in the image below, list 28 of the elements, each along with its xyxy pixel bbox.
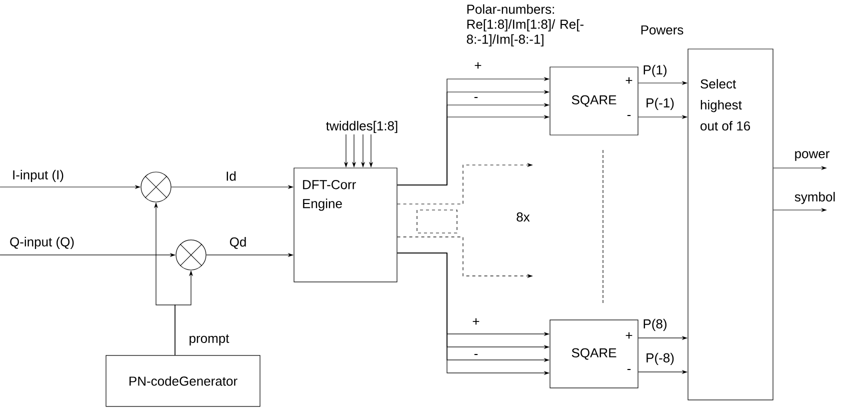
sign-label: - [474,354,478,356]
edge-label: P(-1) [644,96,676,112]
edge-label: Id [224,170,238,182]
edge-label: P(-8) [644,352,676,366]
sign-label: + [472,318,480,325]
annotation: Powers [641,25,684,35]
annotation: Polar-numbers: Re[1:8]/Im[1:8]/ Re[-8:-1]/Im[-8:-1] [466,4,584,46]
input-label: twiddles[1:8] [326,120,398,134]
mixer-circle [140,172,172,202]
edge-label: I-input (I) [11,168,66,184]
sign-label: + [626,332,632,339]
edge-label: Q-input (Q) [8,236,76,250]
sign-label: - [627,115,631,116]
sign-label: + [626,77,632,84]
edge-label: prompt [188,333,230,347]
edge-label: P(1) [642,64,668,78]
generator-box: PN-codeGenerator [106,355,260,407]
edge-label: power [793,150,831,162]
edge-label: Qd [228,236,248,250]
mixer-circle [176,240,206,270]
sign-label: + [474,62,482,69]
multiplier-label: 8x [516,212,530,222]
sign-label: - [474,97,478,98]
process-box: DFT-Corr Engine [294,168,398,282]
sign-label: - [627,369,631,370]
edge-label: P(8) [642,318,668,332]
edge-label: symbol [793,190,837,206]
selector-box: Select highest out of 16 [688,48,774,400]
